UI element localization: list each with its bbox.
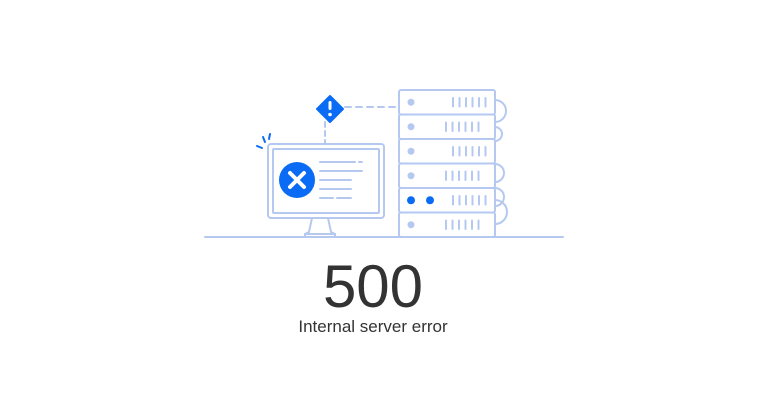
server-rack-icon	[398, 89, 508, 238]
cable	[494, 163, 505, 183]
cable	[494, 126, 503, 142]
status-light	[407, 147, 415, 155]
status-light	[407, 221, 415, 229]
status-light	[407, 98, 415, 106]
warning-diamond-icon	[316, 95, 344, 123]
monitor-icon	[267, 143, 385, 238]
cable	[494, 99, 507, 123]
error-message: Internal server error	[298, 317, 448, 336]
error-code: 500	[322, 253, 424, 320]
cable	[494, 187, 505, 207]
status-light	[407, 123, 415, 131]
status-light	[426, 196, 434, 205]
alert-spark-icon	[256, 133, 271, 149]
status-light	[407, 196, 415, 205]
cable	[494, 199, 508, 225]
status-light	[407, 172, 415, 180]
error-x-icon	[279, 162, 315, 198]
